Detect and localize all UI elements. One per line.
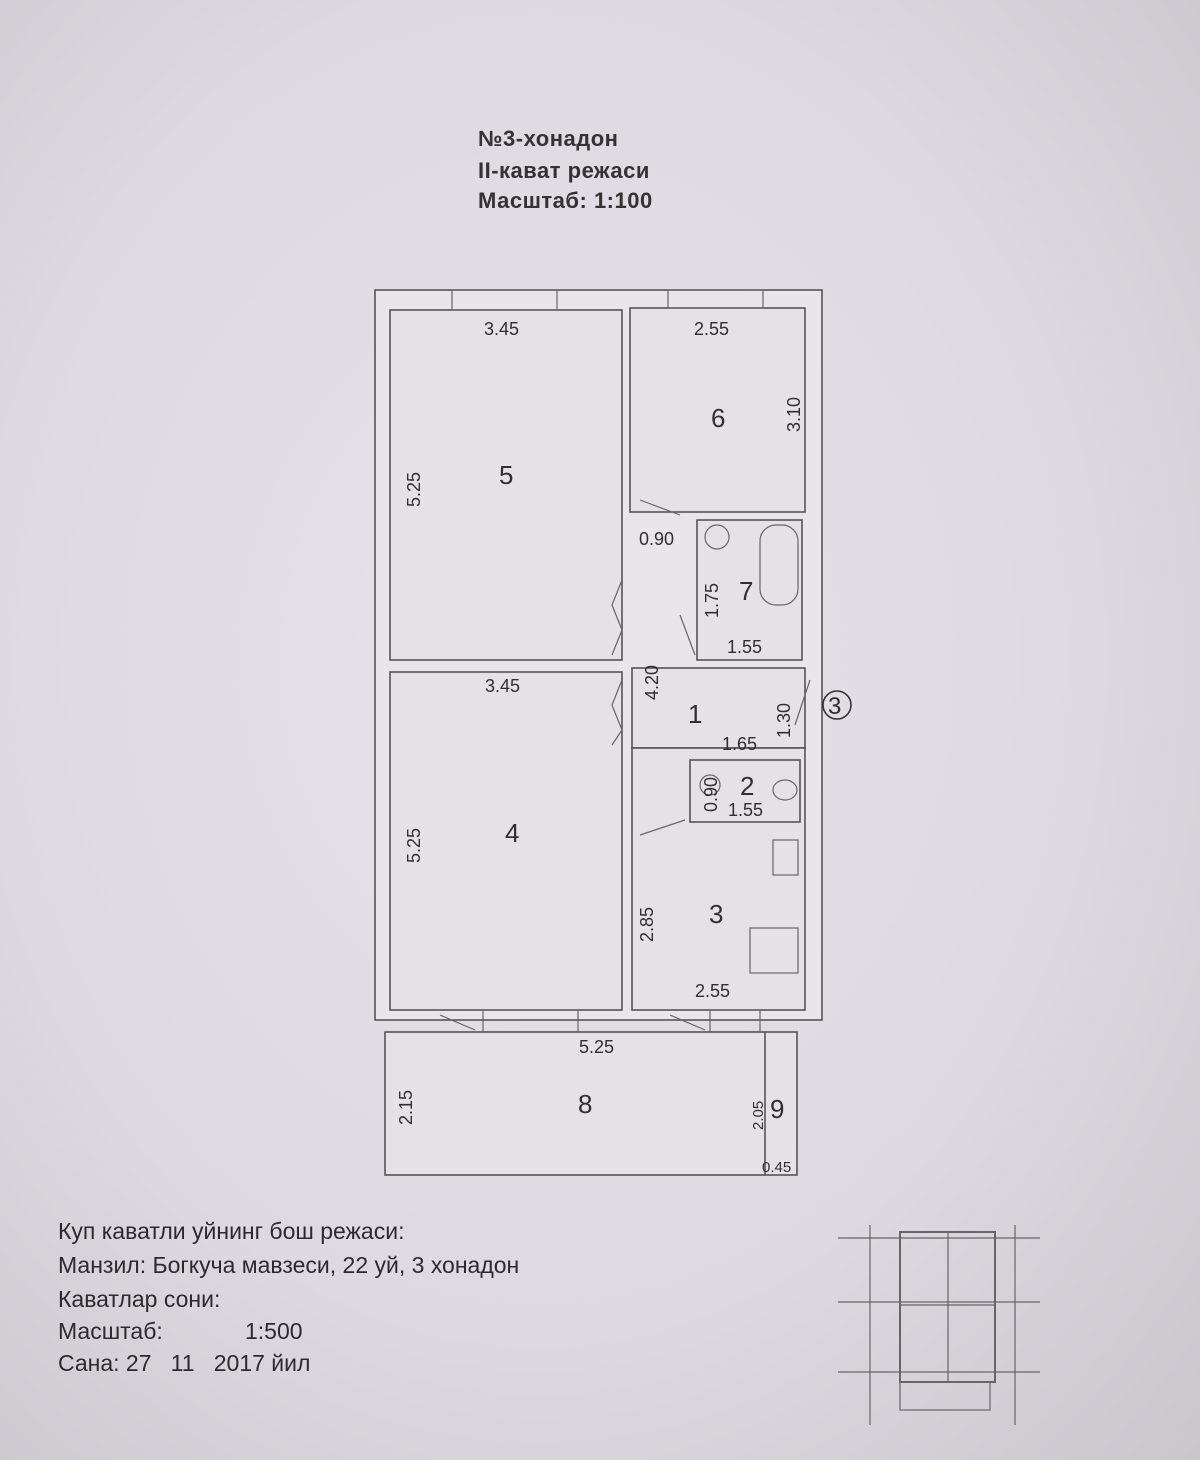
room-number: 9 bbox=[770, 1094, 784, 1124]
dimension: 5.25 bbox=[404, 472, 424, 507]
room-number: 8 bbox=[578, 1089, 592, 1119]
entrance-marker: 3 bbox=[828, 693, 841, 720]
kitchen-sink bbox=[772, 839, 799, 876]
dimension: 3.45 bbox=[485, 676, 520, 696]
door bbox=[639, 499, 681, 516]
door bbox=[611, 679, 623, 746]
dimension: 2.15 bbox=[396, 1090, 416, 1125]
dimension: 0.90 bbox=[701, 777, 721, 812]
dimension: 1.55 bbox=[727, 637, 762, 657]
room-number: 5 bbox=[499, 460, 513, 490]
room-6 bbox=[629, 307, 806, 513]
room-7 bbox=[696, 519, 803, 661]
floor-plan-title: II-кават режаси bbox=[478, 158, 650, 183]
dimension: 4.20 bbox=[642, 665, 662, 700]
site-plan-thumbnail bbox=[838, 1225, 1040, 1425]
dimension: 2.85 bbox=[637, 907, 657, 942]
dimension: 5.25 bbox=[579, 1037, 614, 1057]
info-line-floors: Каватлар сони: bbox=[58, 1286, 221, 1312]
dimension: 1.65 bbox=[722, 734, 757, 754]
dimension: 3.45 bbox=[484, 319, 519, 339]
info-line-address: Манзил: Богкуча мавзеси, 22 уй, 3 хонадо… bbox=[58, 1252, 520, 1278]
door bbox=[611, 579, 623, 656]
door bbox=[794, 679, 811, 726]
sink bbox=[704, 524, 730, 550]
dimension: 1.75 bbox=[702, 583, 722, 618]
dimension: 1.55 bbox=[728, 800, 763, 820]
balcony-8 bbox=[384, 1031, 798, 1176]
info-line-scale-value: 1:500 bbox=[245, 1318, 303, 1344]
room-2 bbox=[689, 759, 801, 823]
room-number: 1 bbox=[688, 699, 702, 729]
dimension: 2.05 bbox=[750, 1101, 767, 1130]
bathtub bbox=[759, 524, 799, 606]
door bbox=[639, 819, 686, 836]
door bbox=[679, 614, 696, 656]
dimension: 1.30 bbox=[774, 703, 794, 738]
stove bbox=[749, 927, 799, 974]
door bbox=[439, 1014, 476, 1031]
window bbox=[451, 289, 558, 311]
toilet bbox=[772, 779, 798, 801]
dimension: 0.45 bbox=[762, 1159, 791, 1176]
room-number: 4 bbox=[505, 818, 519, 848]
sink bbox=[699, 774, 721, 796]
dimension: 2.55 bbox=[694, 319, 729, 339]
room-1 bbox=[631, 667, 806, 749]
dimension: 3.10 bbox=[784, 397, 804, 432]
door bbox=[669, 1014, 706, 1031]
room-number: 2 bbox=[740, 771, 754, 801]
info-line-scale-label: Масштаб: bbox=[58, 1318, 163, 1344]
info-line-date: Сана: 27 11 2017 йил bbox=[58, 1350, 311, 1376]
dimension: 0.90 bbox=[639, 529, 674, 549]
info-line-general-plan: Куп каватли уйнинг бош режаси: bbox=[58, 1218, 405, 1244]
dimension: 5.25 bbox=[404, 828, 424, 863]
dimension: 2.55 bbox=[695, 981, 730, 1001]
room-number: 6 bbox=[711, 403, 725, 433]
window bbox=[667, 289, 764, 309]
room-number: 7 bbox=[739, 576, 753, 606]
entrance-marker-circle bbox=[822, 690, 852, 720]
scale-title: Масштаб: 1:100 bbox=[478, 188, 653, 213]
apartment-title: №3-хонадон bbox=[478, 126, 619, 151]
room-5 bbox=[389, 309, 623, 661]
room-number: 3 bbox=[709, 899, 723, 929]
